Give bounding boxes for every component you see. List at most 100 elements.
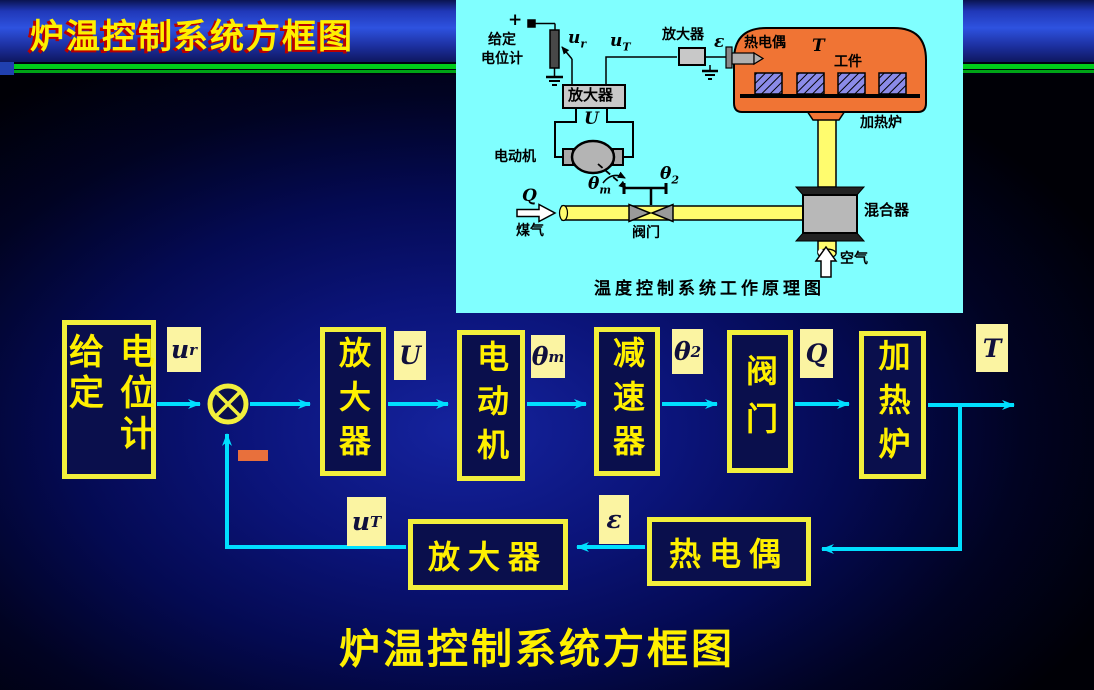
tag-T: T — [976, 324, 1008, 372]
inset-theta-2-label: θ2 — [660, 164, 679, 187]
block-furnace-label: 加热炉 — [874, 339, 911, 471]
plus-terminal-label: + — [508, 10, 523, 30]
furnace-shelf — [740, 94, 920, 98]
thermo-amplifier-box — [678, 47, 706, 66]
gas-pipe — [561, 205, 804, 221]
inset-furnace-label: 加热炉 — [860, 114, 902, 130]
tag-theta-2-sub: 2 — [690, 342, 702, 361]
tag-epsilon: ε — [599, 495, 629, 544]
shaft-dashed-arrow — [597, 163, 627, 189]
furnace-down-pipe — [817, 118, 837, 188]
gas-flow-arrow — [516, 203, 557, 223]
inset-valve-label: 阀门 — [632, 224, 660, 240]
inset-amp-top-label: 放大器 — [662, 26, 704, 42]
block-valve: 阀门 — [727, 330, 793, 473]
tag-theta-2-main: θ — [673, 337, 691, 366]
signal-arrows — [157, 399, 1015, 554]
mixer-body — [802, 194, 858, 234]
inset-mixer-label: 混合器 — [864, 202, 910, 219]
wiper-arrow — [561, 46, 573, 60]
inset-U-label: U — [584, 109, 599, 129]
probe-mount — [725, 46, 733, 69]
block-thermocouple-label: 热电偶 — [668, 535, 789, 572]
tag-uT-main: u — [351, 507, 370, 536]
tag-T-label: T — [982, 333, 1002, 363]
inset-pot-label-line1: 给定 — [488, 31, 516, 47]
block-given-potentiometer: 给定 电位计 — [62, 320, 156, 479]
mixer-top-flange — [794, 186, 866, 196]
tag-Q: Q — [800, 329, 833, 378]
tag-epsilon-label: ε — [606, 505, 622, 534]
thermocouple-circuit — [678, 46, 765, 80]
inset-T-label: T — [812, 36, 825, 56]
block-reducer-label: 减速器 — [609, 335, 645, 468]
tag-Q-label: Q — [805, 339, 828, 368]
potentiometer-circuit — [527, 19, 677, 86]
block-furnace: 加热炉 — [859, 331, 926, 479]
junction-cross-2 — [214, 390, 242, 418]
tag-U: U — [394, 331, 426, 380]
minus-sign — [238, 450, 268, 461]
mid-amplifier-box — [562, 84, 626, 109]
workpiece-4 — [878, 72, 907, 95]
inset-uT-label: uT — [610, 31, 631, 54]
inset-air-label: 空气 — [840, 250, 868, 266]
pipe-left-cap — [558, 204, 569, 222]
workpiece-1 — [754, 72, 783, 95]
valve-and-pipe — [516, 183, 804, 223]
motor-body — [570, 139, 616, 175]
valve-right-wing — [650, 203, 674, 223]
block-thermocouple: 热电偶 — [647, 517, 811, 586]
tag-ur-main: u — [170, 335, 190, 364]
air-flow-arrow — [814, 245, 838, 278]
inset-epsilon-label: ε — [714, 32, 725, 52]
terminal-square — [527, 19, 536, 28]
inset-workpiece-label: 工件 — [834, 53, 862, 69]
rotation-arc-arrow — [602, 171, 626, 184]
inset-coal-gas-label: 煤气 — [516, 222, 544, 238]
furnace-assembly — [733, 27, 927, 113]
valve-left-wing — [628, 203, 652, 223]
block-reducer: 减速器 — [594, 327, 660, 476]
block-motor: 电动机 — [457, 330, 525, 481]
probe-tip — [753, 51, 765, 66]
principle-diagram-inset: + 给定 电位计 ur uT 放大器 ε 热电偶 T 工件 加热炉 放大器 U … — [456, 0, 963, 313]
feedback-branch-to-thermocouple — [821, 405, 962, 554]
workpiece-2 — [796, 72, 825, 95]
block-amplifier-label: 放大器 — [335, 335, 371, 468]
mixer-bottom-flange — [794, 232, 866, 242]
inset-pot-label-line2: 电位计 — [481, 50, 523, 66]
inset-ur-label: ur — [568, 28, 587, 51]
inset-thermocouple-label: 热电偶 — [744, 34, 786, 50]
workpiece-3 — [837, 72, 866, 95]
amplifier-motor-circuit — [554, 84, 634, 189]
inset-caption: 温度控制系统工作原理图 — [594, 279, 825, 298]
block-feedback-amplifier: 放大器 — [408, 519, 568, 590]
inset-theta-m-label: θm — [588, 174, 611, 197]
feedback-to-summing-junction — [222, 433, 406, 549]
block-given-potentiometer-col2: 电位计 — [115, 333, 154, 456]
summing-junction — [207, 383, 249, 425]
block-motor-label: 电动机 — [473, 339, 509, 472]
inset-motor-label: 电动机 — [494, 148, 536, 164]
block-valve-label: 阀门 — [742, 353, 778, 450]
principle-diagram-shapes — [516, 19, 927, 278]
bottom-caption: 炉温控制系统方框图 — [339, 626, 735, 672]
tag-theta-m-sub: m — [548, 347, 565, 366]
inset-amp-mid-label: 放大器 — [568, 87, 614, 104]
tag-U-label: U — [399, 341, 421, 370]
stripe-left-cap — [0, 62, 14, 75]
block-given-potentiometer-col1: 给定 — [64, 333, 103, 415]
page-title: 炉温控制系统方框图 — [30, 18, 354, 56]
tag-uT-sub: T — [370, 512, 382, 531]
block-feedback-amplifier-label: 放大器 — [427, 538, 548, 575]
block-amplifier: 放大器 — [320, 327, 386, 476]
tag-theta-m-main: θ — [531, 342, 549, 371]
inset-Q-label: Q — [522, 186, 537, 206]
